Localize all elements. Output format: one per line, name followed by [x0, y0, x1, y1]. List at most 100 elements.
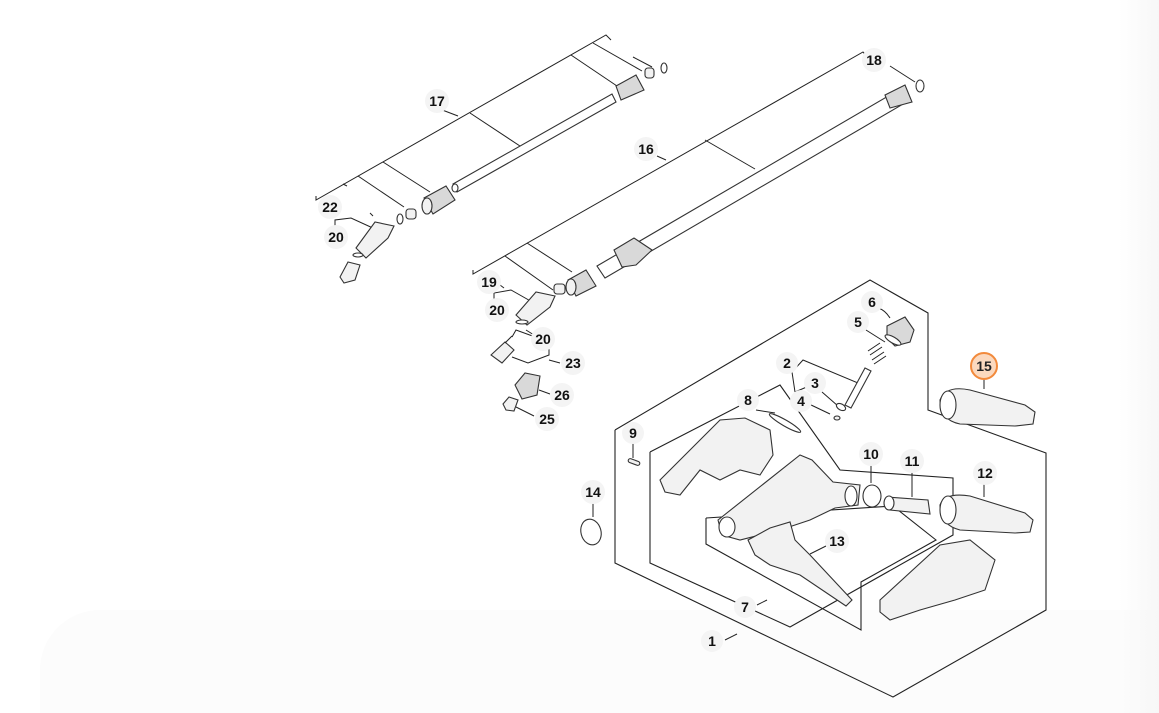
leader-4: [808, 403, 831, 415]
nut-17-upper: [615, 74, 645, 101]
background-fade: [1119, 0, 1159, 713]
callout-15[interactable]: 15: [976, 358, 992, 374]
callout-6[interactable]: 6: [868, 294, 876, 310]
lance-16-assembly: [472, 51, 925, 417]
callout-20-mid[interactable]: 20: [489, 302, 505, 318]
bracket-tick: [342, 183, 348, 187]
callout-halo: [776, 352, 798, 374]
callout-19[interactable]: 19: [481, 274, 497, 290]
leader-5: [865, 329, 886, 343]
bracket-16: [472, 51, 871, 275]
leader-25: [515, 406, 535, 417]
callout-halo: [737, 389, 759, 411]
callout-4[interactable]: 4: [797, 393, 805, 409]
callout-25[interactable]: 25: [539, 411, 555, 427]
callout-2[interactable]: 2: [783, 355, 791, 371]
oring-10: [862, 484, 882, 508]
callout-26[interactable]: 26: [554, 387, 570, 403]
bracket-tick: [357, 175, 405, 208]
callout-halo: [900, 449, 924, 473]
callout-17[interactable]: 17: [429, 93, 445, 109]
callout-14[interactable]: 14: [585, 484, 601, 500]
callout-halo: [862, 48, 886, 72]
nozzle-seal: [352, 252, 364, 258]
lance-tip-16: [884, 84, 913, 109]
nut-face: [565, 278, 577, 296]
nozzle-cap-26: [514, 372, 541, 400]
ball-4: [833, 415, 841, 421]
callout-12[interactable]: 12: [977, 465, 993, 481]
leader-20: [334, 217, 376, 230]
leader-22: [369, 212, 374, 217]
callout-3[interactable]: 3: [811, 375, 819, 391]
trigger-13: [747, 521, 853, 607]
background-shade: [40, 610, 1159, 713]
leader-20: [493, 289, 535, 304]
sleeve-17: [644, 67, 655, 79]
callout-halo: [324, 225, 348, 249]
callout-halo: [825, 529, 849, 553]
oring-17: [660, 62, 668, 74]
callout-8[interactable]: 8: [744, 392, 752, 408]
callout-halo: [535, 407, 559, 431]
leader-16: [656, 155, 667, 161]
callout-1[interactable]: 1: [708, 633, 716, 649]
bracket-tick: [504, 255, 554, 291]
bracket-tick: [632, 56, 653, 68]
callout-10[interactable]: 10: [863, 446, 879, 462]
trigger-and-cover: [580, 502, 996, 621]
callout-5[interactable]: 5: [854, 314, 862, 330]
nozzle-parts: [862, 377, 1036, 534]
callout-23[interactable]: 23: [565, 355, 581, 371]
callout-20-upper[interactable]: 20: [328, 229, 344, 245]
sleeve-16: [553, 283, 566, 295]
grip-cover: [879, 539, 996, 621]
callout-13[interactable]: 13: [829, 533, 845, 549]
handle-housing: [627, 409, 861, 541]
callout-22[interactable]: 22: [322, 199, 338, 215]
callout-halo: [973, 461, 997, 485]
oring-lower: [396, 213, 404, 225]
leader-7: [756, 599, 768, 606]
housing-half-8: [659, 417, 774, 496]
callout-halo: [734, 596, 756, 618]
callout-9[interactable]: 9: [629, 425, 637, 441]
callout-halo: [561, 351, 585, 375]
callout-halo: [531, 327, 555, 351]
callout-halo: [634, 137, 658, 161]
bracket-tick: [382, 161, 431, 193]
bracket-tick: [526, 242, 573, 273]
outlet-thread: [844, 485, 858, 507]
leader-18: [889, 65, 916, 83]
callout-halo: [701, 630, 723, 652]
bracket-tick: [704, 139, 756, 170]
callout-18[interactable]: 18: [866, 52, 882, 68]
sleeve-12-opening: [939, 495, 957, 525]
insert-stem: [504, 335, 513, 344]
callout-11[interactable]: 11: [905, 453, 920, 469]
nozzle-25: [502, 396, 519, 412]
bracket-17: [315, 34, 612, 201]
callout-halo: [859, 442, 883, 466]
sleeve-15-opening: [939, 390, 957, 420]
callout-15-highlight: [970, 352, 998, 380]
callout-halo: [485, 298, 509, 322]
leader-19: [499, 284, 505, 289]
nut-16-mid: [613, 237, 653, 268]
inlet-thread: [718, 516, 736, 538]
nozzle-seal: [515, 319, 529, 325]
callout-7[interactable]: 7: [741, 599, 749, 615]
nut-face: [421, 197, 433, 215]
angle-nozzle-22: [355, 221, 395, 259]
callout-16[interactable]: 16: [638, 141, 654, 157]
sleeve-lower: [405, 208, 417, 220]
filter-end: [883, 495, 895, 511]
leader-26: [538, 389, 551, 395]
callout-halo: [790, 390, 812, 412]
callout-halo: [861, 291, 883, 313]
callout-20-lower[interactable]: 20: [535, 331, 551, 347]
tube-end: [451, 183, 459, 193]
leader-23: [548, 359, 561, 364]
